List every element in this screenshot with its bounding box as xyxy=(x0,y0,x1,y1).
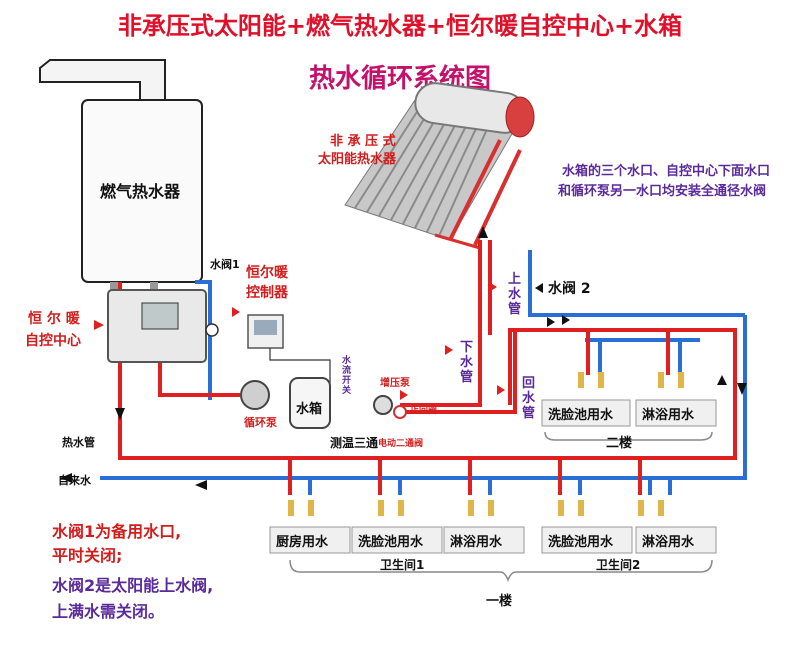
label-flow-switch: 水流开关 xyxy=(342,356,352,396)
label-check-valve: 止回阀 xyxy=(410,406,438,416)
fixture-f1-basin-2: 洗脸池用水 xyxy=(548,535,614,550)
hot-pipes xyxy=(118,240,737,495)
page-title: 非承压式太阳能+燃气热水器+恒尔暖自控中心+水箱 xyxy=(117,12,683,40)
label-electric-valve: 电动二通阀 xyxy=(378,439,424,449)
label-bathroom2: 卫生间2 xyxy=(596,558,641,572)
floor1-brace xyxy=(289,559,713,583)
circulation-pump xyxy=(240,380,270,410)
label-booster-pump: 增压泵 xyxy=(380,378,410,389)
water-tank xyxy=(289,377,331,429)
fixture-f2-shower: 淋浴用水 xyxy=(642,408,695,423)
gas-heater xyxy=(81,99,203,283)
flow-arrows xyxy=(60,226,747,490)
cold-pipes xyxy=(100,250,747,495)
label-hot-pipe: 热水管 xyxy=(62,436,95,449)
fixture-f1-shower-1: 淋浴用水 xyxy=(450,535,503,550)
label-solar-line2: 太阳能热水器 xyxy=(318,152,397,167)
label-floor1: 一楼 xyxy=(486,594,513,609)
label-controller-line1: 恒尔暖 xyxy=(246,265,288,281)
label-control-center-line1: 恒 尔 暖 xyxy=(28,311,80,327)
note-valve1-line1: 水阀1为备用水口, xyxy=(52,522,182,541)
label-control-center-line2: 自控中心 xyxy=(25,333,81,349)
note-valve2-line2: 上满水需关闭。 xyxy=(52,602,165,621)
label-bathroom1: 卫生间1 xyxy=(380,558,425,572)
note-valve1-line2: 平时关闭; xyxy=(52,546,123,565)
label-floor2: 二楼 xyxy=(606,436,633,451)
label-controller-line2: 控制器 xyxy=(246,285,288,301)
booster-pump-icon xyxy=(373,395,393,415)
fixture-taps xyxy=(288,372,684,516)
label-gas-heater: 燃气热水器 xyxy=(100,182,181,201)
fixture-f2-basin: 洗脸池用水 xyxy=(548,408,614,423)
label-solar-line1: 非 承 压 式 xyxy=(330,134,396,149)
label-tmv: 测温三通 xyxy=(330,436,379,450)
fixture-f1-shower-2: 淋浴用水 xyxy=(642,535,695,550)
control-center-screen xyxy=(141,302,179,330)
label-tap-water: 自来水 xyxy=(58,474,91,487)
label-tank: 水箱 xyxy=(296,402,323,417)
floor2-brace xyxy=(544,431,713,441)
label-return-pipe: 回水管 xyxy=(522,376,536,421)
label-up-pipe: 上水管 xyxy=(508,272,522,317)
label-note-right-line1: 水箱的三个水口、自控中心下面水口 xyxy=(562,164,771,179)
fixture-boxes xyxy=(269,399,717,554)
fixture-f1-basin-1: 洗脸池用水 xyxy=(358,535,424,550)
gauge-icon xyxy=(205,323,219,337)
label-down-pipe: 下水管 xyxy=(460,340,474,385)
label-valve2: 水阀 2 xyxy=(548,281,591,297)
fixture-kitchen: 厨房用水 xyxy=(276,535,329,550)
check-valve-icon xyxy=(393,405,407,419)
label-valve1: 水阀1 xyxy=(210,258,240,271)
pointer-arrows xyxy=(94,282,505,400)
label-circulation-pump: 循环泵 xyxy=(244,416,277,429)
note-valve2-line1: 水阀2是太阳能上水阀, xyxy=(52,576,214,595)
label-note-right-line2: 和循环泵另一水口均安装全通径水阀 xyxy=(558,184,767,199)
chimney xyxy=(39,59,166,101)
